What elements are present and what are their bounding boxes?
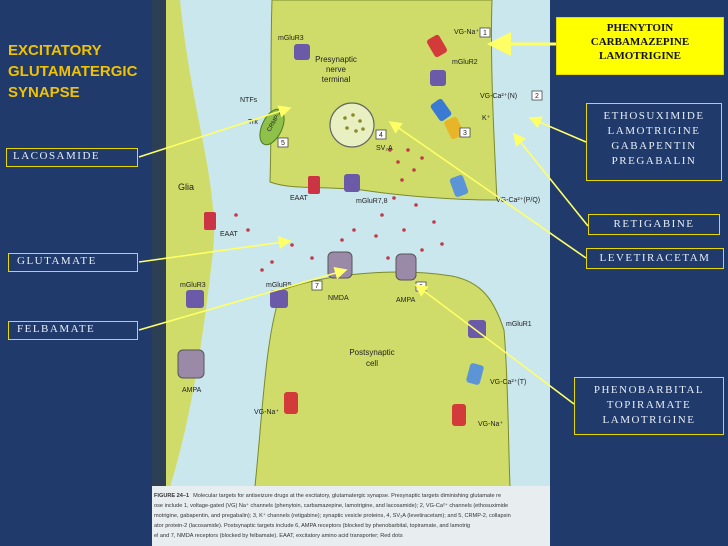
callout-phenytoin-line-3: LAMOTRIGINE	[599, 50, 681, 62]
mglur5-icon	[270, 290, 288, 308]
callout-phenytoin-line-2: CARBAMAZEPINE	[590, 36, 690, 48]
label-presynaptic-3: terminal	[322, 75, 351, 84]
label-ntfs: NTFs	[240, 97, 258, 104]
label-vgna-top: VG-Na⁺	[454, 29, 479, 36]
label-ampa-glia: AMPA	[182, 387, 202, 394]
callout-phenobarbital-line-3: LAMOTRIGINE	[602, 414, 696, 426]
callout-glutamate: GLUTAMATE	[8, 253, 138, 272]
nmda-receptor-icon	[327, 251, 353, 279]
label-glia: Glia	[178, 182, 194, 192]
caption-line-2: ose include 1, voltage-gated (VG) Na⁺ ch…	[154, 502, 508, 509]
caption-label: FIGURE 24–1	[154, 493, 189, 499]
vg-na-right-icon	[452, 404, 466, 426]
label-nmda: NMDA	[328, 295, 349, 302]
marker-3: 3	[463, 130, 467, 137]
mglur-top-icon	[294, 44, 310, 60]
label-eaat-glia: EAAT	[220, 231, 238, 238]
label-presynaptic-2: nerve	[326, 65, 347, 74]
callout-lacosamide-text: LACOSAMIDE	[13, 150, 101, 162]
label-vgca-t: VG-Ca²⁺(T)	[490, 379, 526, 386]
label-k: K⁺	[482, 115, 491, 122]
marker-7: 7	[315, 283, 319, 290]
callout-glutamate-text: GLUTAMATE	[17, 255, 97, 267]
label-ampa-post: AMPA	[396, 297, 416, 304]
vg-na-channel-icon	[427, 34, 447, 58]
slide-title-line-3: SYNAPSE	[8, 84, 80, 101]
label-postsynaptic-1: Postsynaptic	[349, 348, 394, 357]
caption-line-3: motrigine, gabapentin, and pregabalin); …	[154, 512, 511, 519]
caption-line-5: el and 7, NMDA receptors (blocked by fel…	[154, 533, 403, 539]
callout-lacosamide: LACOSAMIDE	[6, 148, 138, 167]
label-mglur1: mGluR1	[506, 321, 532, 328]
callout-retigabine: RETIGABINE	[588, 214, 720, 235]
ampa-glia-icon	[177, 349, 205, 379]
label-mglur5: mGluR5	[266, 282, 292, 289]
eaat-glia-icon	[204, 212, 216, 230]
eaat-pre-icon	[308, 176, 320, 194]
callout-phenobarbital-line-2: TOPIRAMATE	[606, 399, 692, 411]
callout-retigabine-text: RETIGABINE	[613, 218, 695, 230]
mglur3-glia-icon	[186, 290, 204, 308]
label-sv2a: SV₂A	[376, 145, 393, 152]
callout-ethosuximide-line-4: PREGABALIN	[611, 155, 697, 167]
label-vgca-n: VG-Ca²⁺(N)	[480, 93, 517, 100]
callout-ethosuximide-line-2: LAMOTRIGINE	[607, 125, 701, 137]
callout-phenobarbital-line-1: PHENOBARBITAL	[593, 384, 705, 396]
caption-line-4: ator protein-2 (lacosamide). Postsynapti…	[154, 523, 470, 529]
label-mglur3-glia: mGluR3	[180, 282, 206, 289]
slide-title-line-1: EXCITATORY	[8, 42, 102, 59]
marker-2: 2	[535, 93, 539, 100]
callout-felbamate: FELBAMATE	[8, 321, 138, 340]
label-vgna-left: VG-Na⁺	[254, 409, 279, 416]
vg-ca-n-channel-icon	[430, 98, 452, 122]
slide-title-line-2: GLUTAMATERGIC	[8, 63, 138, 80]
callout-ethosuximide-line-1: ETHOSUXIMIDE	[603, 110, 705, 122]
label-presynaptic-1: Presynaptic	[315, 55, 357, 64]
label-mglur2: mGluR2	[452, 59, 478, 66]
synapse-diagram: Glia Presynaptic nerve terminal Postsyna…	[152, 0, 550, 546]
marker-6: 6	[419, 284, 423, 291]
callout-levetiracetam-text: LEVETIRACETAM	[599, 252, 711, 264]
callout-ethosuximide-line-3: GABAPENTIN	[611, 140, 697, 152]
label-eaat-pre: EAAT	[290, 195, 308, 202]
vg-na-left-icon	[284, 392, 298, 414]
label-postsynaptic-2: cell	[366, 359, 378, 368]
caption-line-1: Molecular targets for antiseizure drugs …	[193, 493, 501, 499]
mglur78-icon	[344, 174, 360, 192]
mglur2-icon	[430, 70, 446, 86]
label-trk: Trk	[248, 119, 258, 126]
ampa-receptor-icon	[395, 253, 417, 281]
callout-phenytoin-group: PHENYTOIN CARBAMAZEPINE LAMOTRIGINE	[556, 17, 724, 75]
callout-levetiracetam: LEVETIRACETAM	[586, 248, 724, 269]
mglur1-icon	[468, 320, 486, 338]
textbook-figure: Glia Presynaptic nerve terminal Postsyna…	[152, 0, 550, 546]
marker-4: 4	[379, 132, 383, 139]
slide-title: EXCITATORY GLUTAMATERGIC SYNAPSE	[8, 40, 137, 103]
callout-ethosuximide-group: ETHOSUXIMIDE LAMOTRIGINE GABAPENTIN PREG…	[586, 103, 722, 181]
label-mglur78: mGluR7,8	[356, 198, 388, 205]
label-vgca-pq: VG-Ca²⁺(P/Q)	[496, 197, 540, 204]
callout-felbamate-text: FELBAMATE	[17, 323, 96, 335]
label-vgna-right: VG-Na⁺	[478, 421, 503, 428]
label-mglur3-top: mGluR3	[278, 35, 304, 42]
callout-phenobarbital-group: PHENOBARBITAL TOPIRAMATE LAMOTRIGINE	[574, 377, 724, 435]
marker-1: 1	[483, 30, 487, 37]
callout-phenytoin-line-1: PHENYTOIN	[606, 22, 674, 34]
marker-5: 5	[281, 140, 285, 147]
synaptic-vesicle	[329, 102, 375, 148]
